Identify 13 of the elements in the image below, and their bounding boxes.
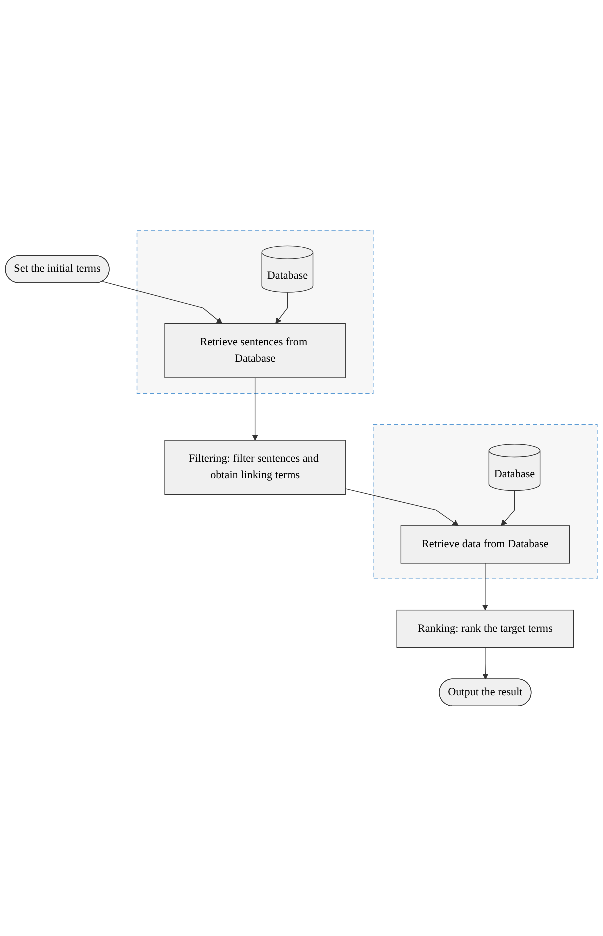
arrow <box>345 488 459 526</box>
arrow <box>482 647 489 680</box>
arrow <box>482 562 488 610</box>
node-box: Retrieve data from Database <box>400 525 570 564</box>
arrow <box>252 377 258 440</box>
cluster <box>136 230 374 394</box>
node-box: Retrieve sentences from Database <box>164 323 346 378</box>
node-box: Ranking: rank the target terms <box>396 610 574 648</box>
arrow <box>276 292 288 324</box>
node-box: Filtering: filter sentences and obtain linking terms <box>164 440 346 495</box>
cluster <box>373 424 598 580</box>
arrow <box>501 490 516 526</box>
arrow <box>102 280 223 324</box>
